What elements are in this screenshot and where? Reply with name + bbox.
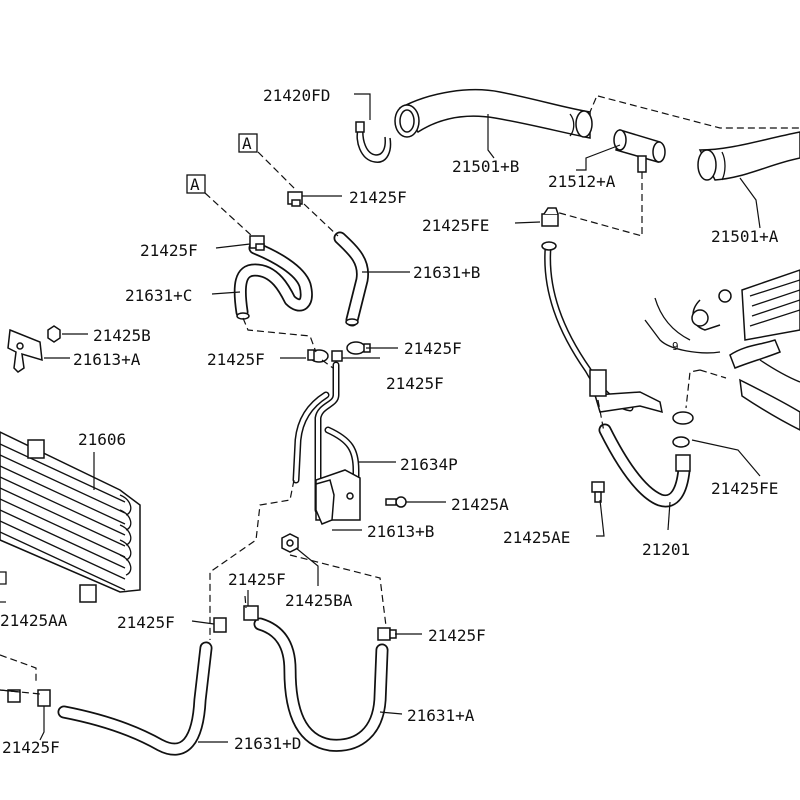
hose-21631a[interactable] (243, 605, 397, 752)
label-21425f-5[interactable]: 21425F (386, 374, 444, 393)
clamp-21425fe-right[interactable] (672, 411, 694, 448)
label-21425ba[interactable]: 21425BA (285, 591, 353, 610)
part-labels: 21420FD 21501+B 21512+A 21501+A 21425FE … (0, 86, 779, 757)
connector-21512a[interactable] (613, 129, 666, 173)
bracket-21613a[interactable] (7, 328, 43, 373)
clamp-21420fd[interactable] (355, 121, 392, 163)
label-21420fd[interactable]: 21420FD (263, 86, 330, 105)
engine-area-sketch: 9 (644, 269, 800, 431)
label-21425f-4[interactable]: 21425F (404, 339, 462, 358)
nut-21425ba[interactable] (281, 533, 299, 553)
oil-cooler-21606[interactable] (0, 431, 141, 603)
clamp-21425f-3[interactable] (307, 349, 329, 363)
hose-21631c[interactable] (233, 241, 313, 320)
leader-lines (0, 93, 761, 743)
label-21425f-1[interactable]: 21425F (349, 188, 407, 207)
reference-label-a-2: A (190, 175, 200, 194)
dashed-reference-lines (0, 95, 800, 695)
label-21501a[interactable]: 21501+A (711, 227, 779, 246)
label-21631d[interactable]: 21631+D (234, 734, 301, 753)
label-21512a[interactable]: 21512+A (548, 172, 616, 191)
label-21425f-7[interactable]: 21425F (117, 613, 175, 632)
clamp-21425f-5[interactable] (331, 350, 343, 362)
reference-label-a-1: A (242, 134, 252, 153)
nut-21425b[interactable] (47, 325, 61, 343)
label-21631a[interactable]: 21631+A (407, 706, 475, 725)
clamp-21425fe-top[interactable] (541, 207, 559, 251)
reference-box-a-2: A (186, 174, 206, 194)
label-21613a[interactable]: 21613+A (73, 350, 141, 369)
hose-21201[interactable] (544, 244, 691, 508)
hose-21631b[interactable] (333, 231, 370, 327)
bolt-21425a[interactable] (385, 496, 407, 508)
bolt-21425ae[interactable] (591, 481, 605, 503)
label-21425f-6[interactable]: 21425F (228, 570, 286, 589)
label-21425ae[interactable]: 21425AE (503, 528, 570, 547)
bracket-21613b[interactable] (315, 479, 335, 525)
label-21201[interactable]: 21201 (642, 540, 690, 559)
clamp-21425f-2[interactable] (249, 235, 265, 251)
label-21425aa[interactable]: 21425AA (0, 611, 68, 630)
label-21425a[interactable]: 21425A (451, 495, 509, 514)
label-21425fe-right[interactable]: 21425FE (711, 479, 778, 498)
label-21425f-2[interactable]: 21425F (140, 241, 198, 260)
label-21501b[interactable]: 21501+B (452, 157, 519, 176)
label-21631c[interactable]: 21631+C (125, 286, 192, 305)
label-21425f-3[interactable]: 21425F (207, 350, 265, 369)
label-21425f-8[interactable]: 21425F (428, 626, 486, 645)
label-21613b[interactable]: 21613+B (367, 522, 434, 541)
tube-assy-21634p[interactable] (292, 361, 361, 521)
label-21631b[interactable]: 21631+B (413, 263, 480, 282)
label-21634p[interactable]: 21634P (400, 455, 458, 474)
hose-21631d[interactable] (57, 617, 227, 756)
air-duct-21501b[interactable] (394, 88, 593, 139)
reference-box-a-1: A (238, 133, 258, 153)
label-21425f-9[interactable]: 21425F (2, 738, 60, 757)
clamp-21425f-1[interactable] (287, 191, 303, 207)
label-21425fe-top[interactable]: 21425FE (422, 216, 489, 235)
label-21606[interactable]: 21606 (78, 430, 126, 449)
air-duct-21501a[interactable] (697, 131, 800, 181)
svg-text:9: 9 (672, 340, 679, 353)
label-21425b[interactable]: 21425B (93, 326, 151, 345)
